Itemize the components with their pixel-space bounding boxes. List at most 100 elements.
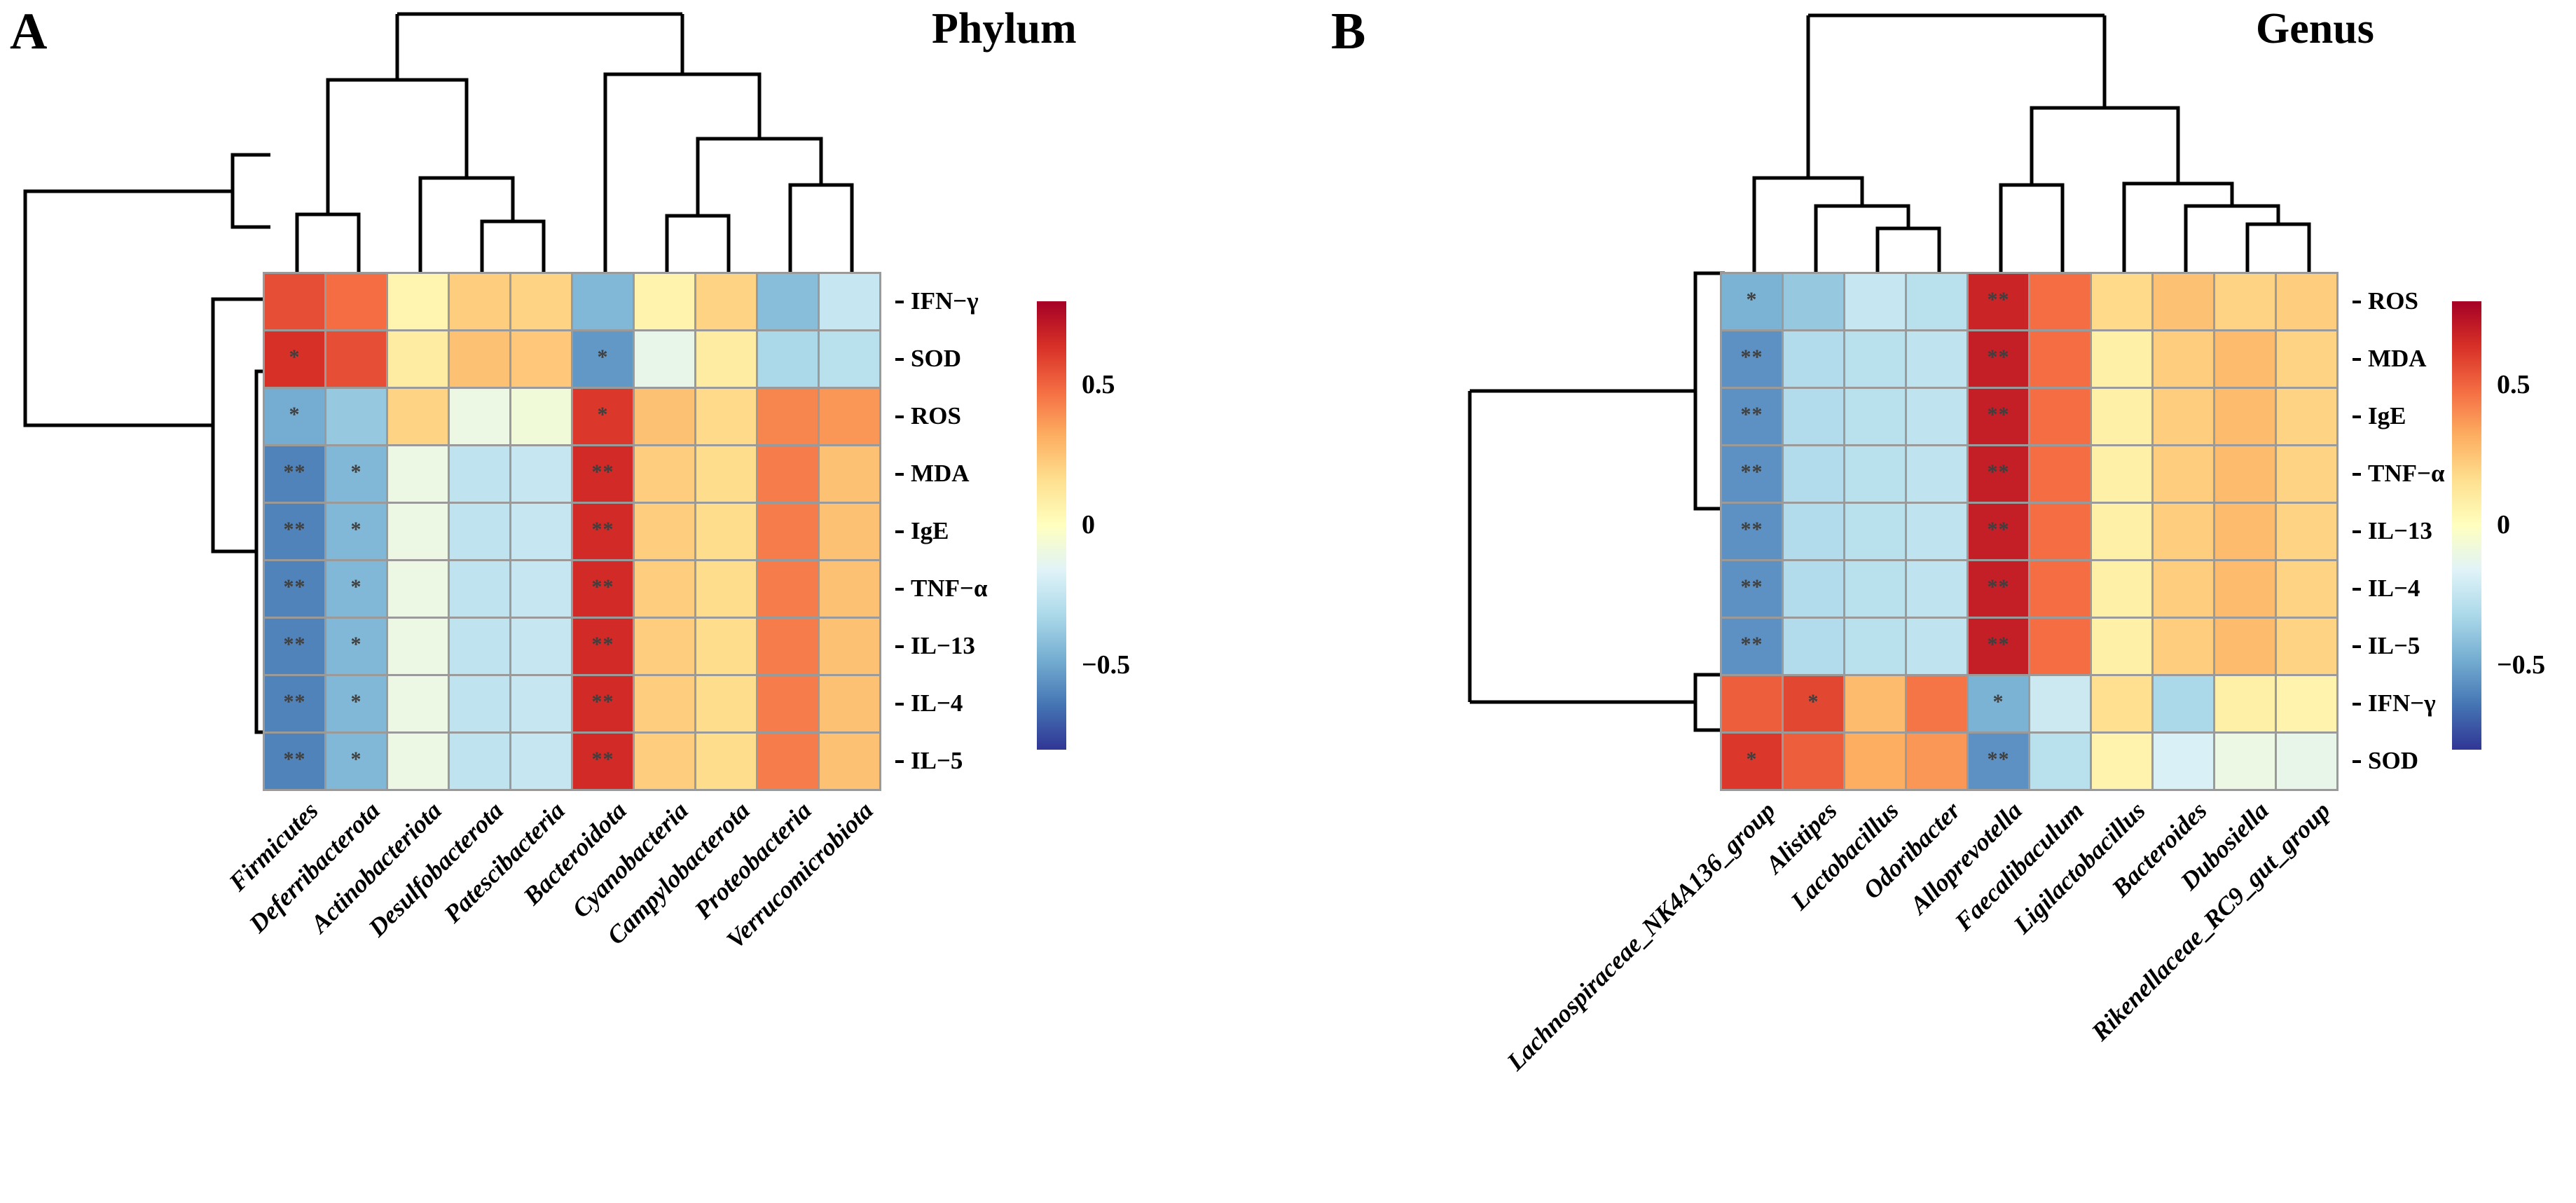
heatmap-cell — [635, 561, 694, 617]
heatmap-cell — [2030, 619, 2090, 674]
panel-b-colorbar-tick-mid: 0 — [2497, 510, 2510, 539]
row-tick — [895, 415, 904, 418]
heatmap-cell — [2092, 389, 2151, 444]
heatmap-cell — [1784, 504, 1843, 559]
heatmap-cell: ** — [265, 446, 324, 502]
heatmap-cell — [450, 389, 509, 444]
heatmap-cell — [1845, 734, 1905, 789]
panel-a-column-dendrogram — [295, 12, 854, 272]
heatmap-cell — [511, 504, 571, 559]
heatmap-cell — [511, 446, 571, 502]
heatmap-cell — [2277, 389, 2336, 444]
panel-a-colorbar-gradient — [1037, 301, 1066, 750]
heatmap-cell — [2092, 274, 2151, 329]
heatmap-cell — [2277, 504, 2336, 559]
heatmap-cell — [450, 274, 509, 329]
significance-marker: ** — [591, 632, 614, 656]
heatmap-cell — [388, 274, 448, 329]
heatmap-cell — [1907, 389, 1967, 444]
heatmap-cell — [388, 619, 448, 674]
heatmap-cell — [820, 676, 879, 731]
significance-marker: * — [597, 345, 609, 369]
heatmap-cell: ** — [1722, 331, 1782, 387]
heatmap-cell — [696, 446, 756, 502]
row-label: SOD — [2368, 746, 2418, 774]
panel-a-letter: A — [10, 3, 48, 60]
heatmap-cell — [450, 619, 509, 674]
heatmap-cell — [2215, 676, 2275, 731]
heatmap-cell — [1784, 561, 1843, 617]
heatmap-cell: * — [1722, 734, 1782, 789]
heatmap-cell — [2030, 446, 2090, 502]
heatmap-cell — [1907, 274, 1967, 329]
row-label: IL−13 — [2368, 516, 2432, 544]
row-tick — [895, 645, 904, 648]
significance-marker: * — [350, 517, 362, 541]
significance-marker: ** — [1987, 402, 2010, 426]
heatmap-cell: * — [326, 676, 386, 731]
heatmap-cell: * — [1969, 676, 2028, 731]
row-tick — [2353, 759, 2361, 763]
heatmap-cell: ** — [1969, 561, 2028, 617]
heatmap-cell — [2092, 446, 2151, 502]
significance-marker: ** — [1740, 345, 1763, 369]
heatmap-cell — [758, 561, 818, 617]
heatmap-cell — [820, 734, 879, 789]
significance-marker: ** — [283, 632, 306, 656]
heatmap-cell — [2092, 504, 2151, 559]
heatmap-cell — [635, 504, 694, 559]
significance-marker: ** — [591, 575, 614, 598]
heatmap-cell: ** — [573, 561, 633, 617]
row-tick — [895, 357, 904, 361]
heatmap-cell — [820, 446, 879, 502]
significance-marker: * — [350, 632, 362, 656]
significance-marker: * — [289, 345, 301, 369]
row-label: ROS — [2368, 287, 2418, 315]
heatmap-cell — [511, 274, 571, 329]
panel-b-title: Genus — [2256, 5, 2374, 53]
heatmap-cell: * — [1722, 274, 1782, 329]
heatmap-cell — [1907, 504, 1967, 559]
heatmap-cell — [1907, 331, 1967, 387]
heatmap-cell — [696, 734, 756, 789]
heatmap-cell — [1907, 446, 1967, 502]
row-label: IL−13 — [911, 631, 975, 659]
heatmap-cell: ** — [1969, 446, 2028, 502]
significance-marker: ** — [283, 517, 306, 541]
row-tick — [2353, 357, 2361, 361]
heatmap-cell: ** — [1722, 504, 1782, 559]
row-label: IL−4 — [2368, 574, 2420, 602]
heatmap-cell — [758, 619, 818, 674]
heatmap-cell: * — [326, 561, 386, 617]
heatmap-cell — [635, 676, 694, 731]
heatmap-cell — [2154, 331, 2213, 387]
heatmap-cell — [1845, 561, 1905, 617]
panel-b-letter: B — [1331, 3, 1366, 60]
panel-a-heatmap-grid: ********************************** — [263, 272, 881, 791]
heatmap-cell — [2154, 446, 2213, 502]
heatmap-cell — [2277, 561, 2336, 617]
heatmap-cell — [2154, 734, 2213, 789]
heatmap-cell — [1845, 274, 1905, 329]
heatmap-cell — [450, 676, 509, 731]
heatmap-cell — [758, 676, 818, 731]
significance-marker: ** — [1987, 460, 2010, 483]
significance-marker: ** — [1740, 460, 1763, 483]
heatmap-cell — [820, 389, 879, 444]
significance-marker: * — [1807, 689, 1819, 713]
panel-a: A Phylum — [0, 0, 1261, 1203]
heatmap-cell — [2277, 331, 2336, 387]
heatmap-cell — [1784, 331, 1843, 387]
significance-marker: ** — [1987, 747, 2010, 771]
heatmap-cell — [2215, 504, 2275, 559]
heatmap-cell: * — [326, 446, 386, 502]
heatmap-cell — [2154, 274, 2213, 329]
significance-marker: * — [350, 689, 362, 713]
row-label: IFN−γ — [911, 287, 979, 315]
panel-b-heatmap-grid: ******************************** — [1720, 272, 2339, 791]
panel-a-colorbar-tick-low: −0.5 — [1082, 650, 1131, 680]
heatmap-cell: ** — [265, 504, 324, 559]
significance-marker: * — [1746, 287, 1758, 311]
heatmap-cell — [1845, 504, 1905, 559]
